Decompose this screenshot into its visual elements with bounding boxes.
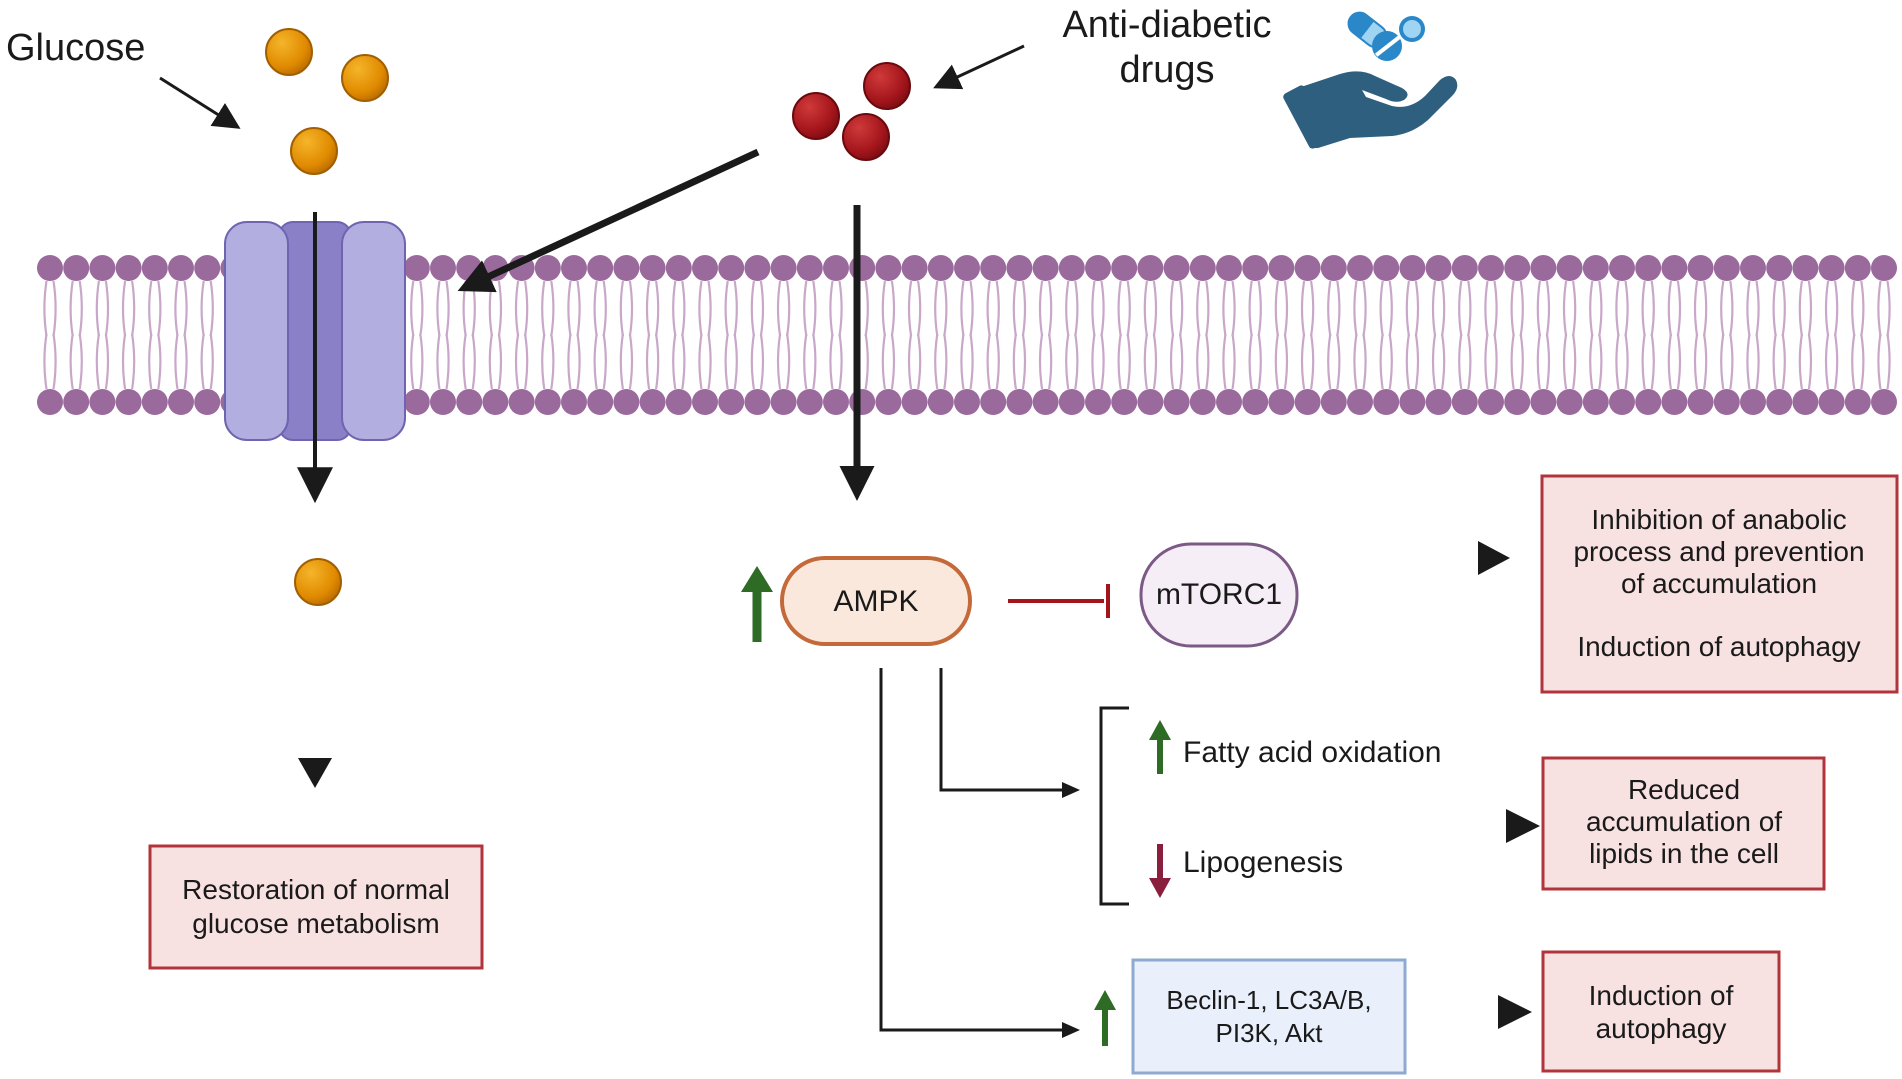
ampk-label: AMPK bbox=[833, 585, 918, 618]
beclin-line2: PI3K, Akt bbox=[1216, 1018, 1324, 1048]
outcome-lipids-line2: accumulation of bbox=[1586, 806, 1782, 837]
ampk-branch-lipid bbox=[939, 668, 1080, 798]
mtorc1-node: mTORC1 bbox=[1139, 542, 1299, 648]
lipid-to-outcome-arrowhead bbox=[1506, 809, 1540, 843]
outcome-anabolic-inhibition: Inhibition of anabolic process and preve… bbox=[1540, 474, 1899, 694]
outcome-lipids-line1: Reduced bbox=[1628, 774, 1740, 805]
ampk-node: AMPK bbox=[741, 556, 972, 646]
outcome-reduced-lipids: Reduced accumulation of lipids in the ce… bbox=[1541, 756, 1826, 891]
glucose-pointer-arrow bbox=[159, 76, 241, 129]
fatty-acid-oxidation-label: Fatty acid oxidation bbox=[1183, 736, 1441, 769]
fatty-acid-oxidation-item: Fatty acid oxidation bbox=[1149, 720, 1441, 774]
anti-diabetic-drugs-label-line1: Anti-diabetic bbox=[1062, 4, 1271, 46]
glucose-molecules bbox=[265, 28, 389, 606]
mtorc1-label: mTORC1 bbox=[1156, 578, 1282, 611]
drug-molecules bbox=[792, 62, 911, 161]
drug-molecule bbox=[792, 92, 840, 140]
anti-diabetic-drugs-label-line2: drugs bbox=[1119, 49, 1214, 91]
up-arrow-icon bbox=[1149, 720, 1171, 740]
outcome-anabolic-autophagy: Induction of autophagy bbox=[1577, 631, 1860, 662]
mtorc1-to-outcome-arrowhead bbox=[1478, 541, 1510, 575]
drug-molecule bbox=[863, 62, 911, 110]
hand-with-pills-icon bbox=[1283, 11, 1458, 149]
beclin-to-outcome-arrowhead bbox=[1498, 995, 1532, 1029]
lipogenesis-label: Lipogenesis bbox=[1183, 846, 1343, 879]
ampk-up-arrow-icon bbox=[741, 566, 773, 592]
outcome-glucose-line1: Restoration of normal bbox=[182, 874, 450, 905]
outcome-glucose-metabolism: Restoration of normal glucose metabolism bbox=[148, 844, 484, 970]
arrows bbox=[159, 44, 1025, 788]
outcome-autophagy-line1: Induction of bbox=[1589, 980, 1734, 1011]
glucose-molecule-intracellular bbox=[294, 558, 342, 606]
up-arrow-icon bbox=[1094, 990, 1116, 1010]
outcome-lipids-line3: lipids in the cell bbox=[1589, 838, 1779, 869]
ampk-branch-autophagy bbox=[879, 668, 1080, 1038]
lipogenesis-item: Lipogenesis bbox=[1149, 844, 1343, 898]
lipid-effects-bracket bbox=[1099, 706, 1129, 906]
beclin-line1: Beclin-1, LC3A/B, bbox=[1166, 985, 1371, 1015]
outcome-induction-of-autophagy: Induction of autophagy bbox=[1541, 950, 1781, 1073]
outcome-autophagy-line2: autophagy bbox=[1596, 1013, 1727, 1044]
cell-membrane bbox=[37, 255, 1897, 415]
autophagy-markers-box: Beclin-1, LC3A/B, PI3K, Akt bbox=[1131, 958, 1407, 1075]
glucose-label: Glucose bbox=[6, 27, 145, 69]
outcome-glucose-line2: glucose metabolism bbox=[192, 908, 439, 939]
glucose-molecule bbox=[290, 127, 338, 175]
drug-molecule bbox=[842, 113, 890, 161]
outcome-anabolic-line3: of accumulation bbox=[1621, 568, 1817, 599]
glucose-to-outcome-arrowhead bbox=[298, 758, 332, 788]
drugs-to-transporter-arrow bbox=[457, 148, 760, 293]
glucose-molecule bbox=[341, 54, 389, 102]
glucose-molecule bbox=[265, 28, 313, 76]
down-arrow-icon bbox=[1149, 878, 1171, 898]
drugs-pointer-arrow bbox=[933, 44, 1025, 90]
outcome-anabolic-line1: Inhibition of anabolic bbox=[1591, 504, 1846, 535]
beclin-up-arrow bbox=[1094, 990, 1116, 1046]
outcome-anabolic-line2: process and prevention bbox=[1573, 536, 1864, 567]
ampk-inhibits-mtorc1 bbox=[1008, 584, 1110, 618]
